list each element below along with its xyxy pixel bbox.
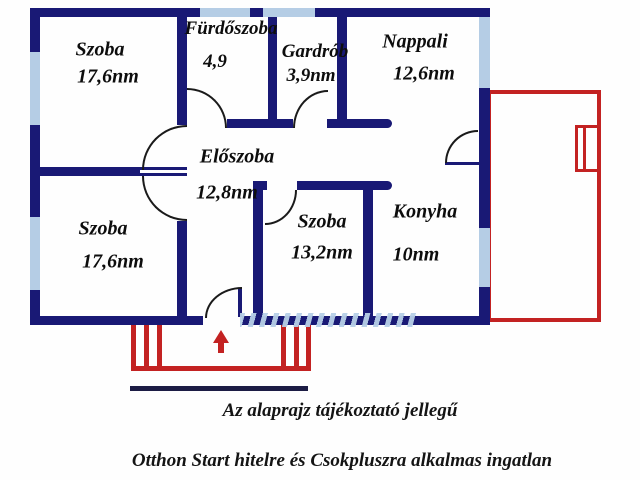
room-label-szoba2: Szoba bbox=[78, 217, 128, 240]
door-arc-terrace bbox=[445, 130, 478, 163]
outer-wall-left bbox=[30, 8, 40, 325]
wall-hall-szoba3-konyha bbox=[297, 181, 392, 190]
porch-rail-line bbox=[294, 323, 299, 366]
room-area-hall: 12,8nm bbox=[196, 181, 258, 204]
room-label-szoba3: Szoba bbox=[297, 210, 347, 233]
room-label-livingroom: Nappali bbox=[382, 30, 448, 53]
wall-szoba3-left bbox=[253, 181, 263, 316]
watermark bbox=[240, 313, 416, 327]
wall-livingroom-bottom-stub bbox=[327, 119, 392, 128]
wall-between-szobas bbox=[30, 167, 140, 176]
room-label-hall: Előszoba bbox=[199, 145, 275, 168]
room-area-bathroom: 4,9 bbox=[203, 51, 227, 72]
room-area-kitchen: 10nm bbox=[392, 243, 440, 266]
window-left-upper bbox=[30, 52, 40, 125]
room-area-livingroom: 12,6nm bbox=[393, 62, 455, 85]
door-arc-entrance bbox=[205, 287, 242, 318]
room-area-szoba3: 13,2nm bbox=[291, 241, 353, 264]
entrance-porch-outline bbox=[131, 323, 311, 371]
window-left-lower bbox=[30, 217, 40, 290]
room-label-kitchen: Konyha bbox=[392, 200, 458, 223]
outer-wall-right bbox=[479, 8, 490, 325]
porch-rail-line bbox=[144, 323, 149, 366]
room-label-szoba1: Szoba bbox=[75, 38, 125, 61]
door-arc-wardrobe bbox=[293, 90, 328, 128]
porch-rail-line bbox=[281, 323, 286, 366]
window-top-wardrobe bbox=[263, 8, 315, 17]
window-right-lower bbox=[479, 228, 490, 287]
entrance-arrow-icon bbox=[213, 330, 229, 343]
door-arc-bathroom bbox=[187, 88, 227, 128]
entrance-arrow-stem bbox=[218, 343, 224, 353]
room-area-szoba2: 17,6nm bbox=[82, 250, 144, 273]
outer-wall-top bbox=[30, 8, 490, 17]
terrace-steps-divider bbox=[583, 128, 586, 169]
wall-wardrobe-livingroom bbox=[337, 17, 347, 128]
porch-step-line bbox=[130, 386, 308, 391]
door-arc-szoba1 bbox=[142, 125, 187, 170]
room-area-szoba1: 17,6nm bbox=[77, 65, 139, 88]
entrance-opening bbox=[203, 316, 242, 325]
window-top-bathroom bbox=[200, 8, 250, 17]
door-leaf-szoba-lower bbox=[140, 173, 187, 176]
door-arc-szoba2 bbox=[142, 176, 187, 221]
wall-szoba1-bathroom bbox=[177, 17, 187, 125]
door-arc-szoba3 bbox=[265, 190, 297, 225]
window-right-upper bbox=[479, 17, 490, 88]
room-label-wardrobe: Gardrób bbox=[281, 41, 349, 62]
wall-bathroom-wardrobe bbox=[268, 17, 277, 128]
wall-bathroom-bottom bbox=[227, 119, 293, 128]
room-area-wardrobe: 3,9nm bbox=[286, 65, 336, 86]
room-label-bathroom: Fürdőszoba bbox=[184, 18, 278, 39]
porch-rail-line bbox=[157, 323, 162, 366]
wall-szoba3-konyha bbox=[363, 181, 373, 316]
caption-loan-info: Otthon Start hitelre és Csokpluszra alka… bbox=[131, 450, 553, 471]
door-leaf-terrace bbox=[445, 162, 482, 165]
terrace-steps bbox=[575, 125, 601, 172]
caption-disclaimer: Az alaprajz tájékoztató jellegű bbox=[222, 400, 458, 421]
wall-szoba2-hall bbox=[177, 221, 187, 316]
